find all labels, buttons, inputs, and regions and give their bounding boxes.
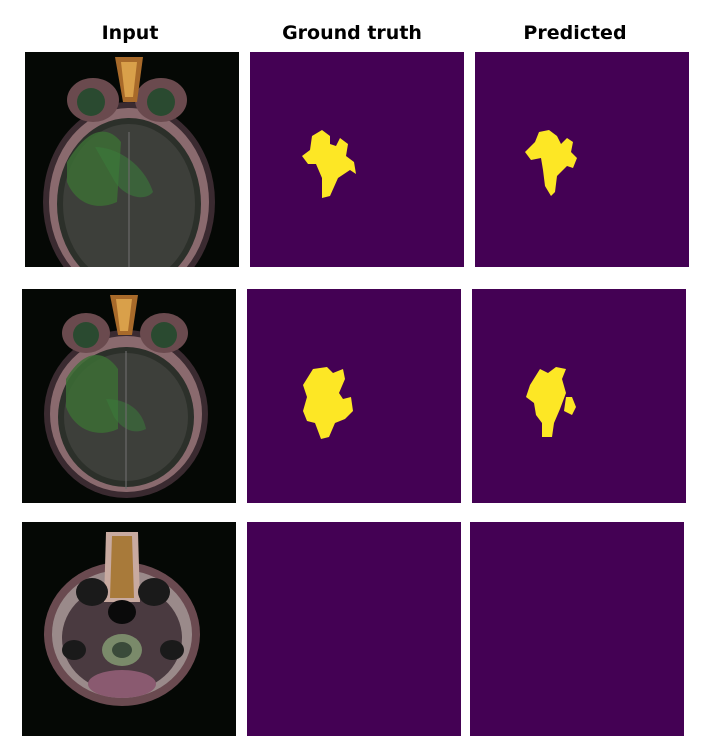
segmentation-mask bbox=[475, 52, 689, 267]
column-title-ground-truth: Ground truth bbox=[282, 22, 422, 44]
column-title-predicted: Predicted bbox=[523, 22, 627, 44]
input-scan-row-1 bbox=[25, 52, 239, 267]
input-scan-row-2 bbox=[22, 289, 236, 503]
segmentation-mask bbox=[247, 289, 461, 503]
segmentation-mask bbox=[250, 52, 464, 267]
mri-scan-image bbox=[22, 289, 236, 503]
predicted-mask-row-1 bbox=[475, 52, 689, 267]
ground-truth-mask-row-2 bbox=[247, 289, 461, 503]
ground-truth-mask-row-3 bbox=[247, 522, 461, 736]
mri-scan-image bbox=[22, 522, 236, 736]
segmentation-mask bbox=[247, 522, 461, 736]
predicted-mask-row-3 bbox=[470, 522, 684, 736]
column-title-input: Input bbox=[101, 22, 159, 44]
segmentation-mask bbox=[470, 522, 684, 736]
input-scan-row-3 bbox=[22, 522, 236, 736]
predicted-mask-row-2 bbox=[472, 289, 686, 503]
mri-scan-image bbox=[25, 52, 239, 267]
segmentation-mask bbox=[472, 289, 686, 503]
ground-truth-mask-row-1 bbox=[250, 52, 464, 267]
